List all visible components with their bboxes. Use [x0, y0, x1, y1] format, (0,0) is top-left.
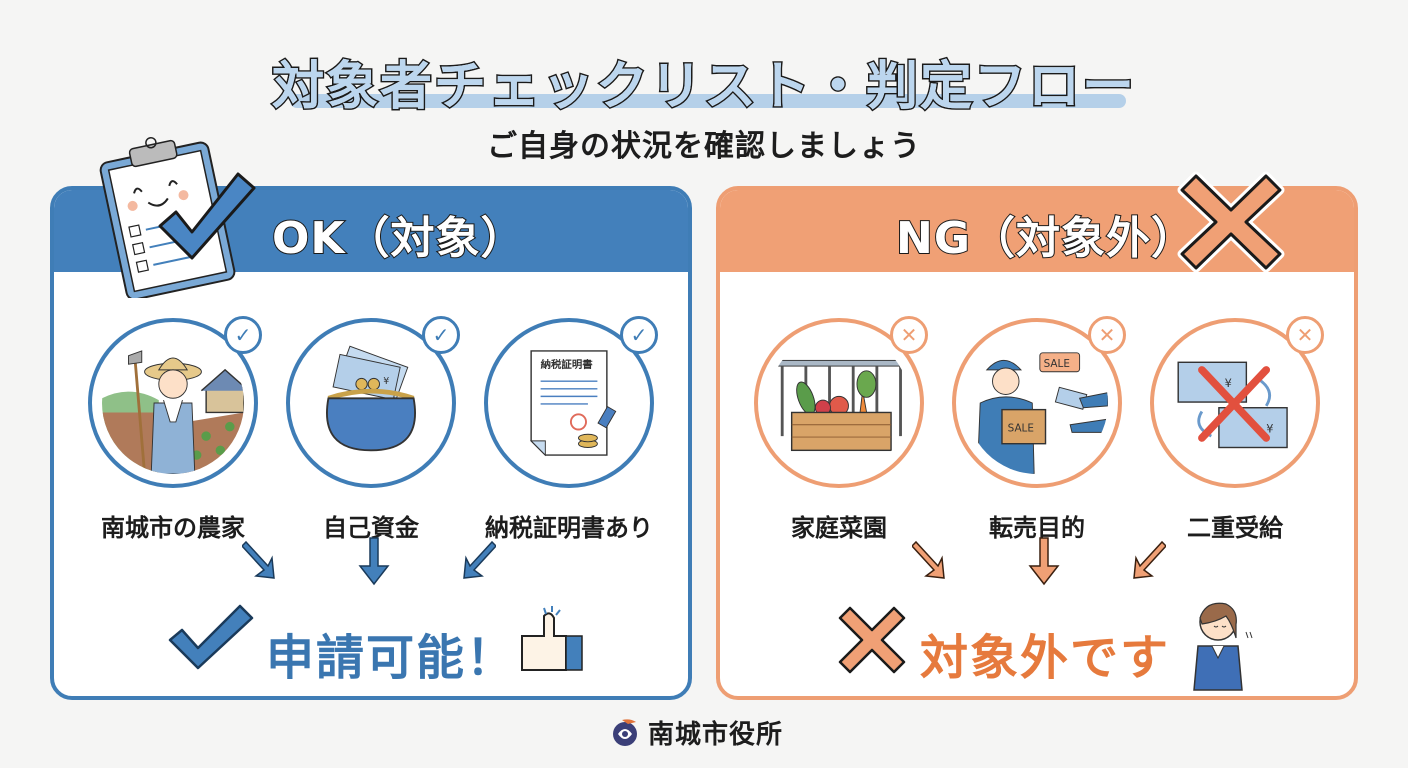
sale-box-tag: SALE	[1008, 422, 1034, 434]
ng-result-text: 対象外です	[920, 630, 1171, 686]
garden-circle: ✕	[754, 316, 928, 488]
arrow-down-left-icon	[1133, 540, 1166, 579]
item-label: 南城市の農家	[101, 514, 245, 542]
ng-panel-title: NG（対象外）	[895, 212, 1196, 265]
ng-item-double-payment: ¥ ¥ ✕ 二重受給	[1145, 316, 1325, 543]
arrow-down-left-icon	[463, 540, 496, 579]
large-x-icon	[1177, 171, 1285, 273]
farmer-circle: ✓	[88, 316, 262, 488]
check-mark-icon	[168, 604, 254, 670]
double-payment-circle: ¥ ¥ ✕	[1150, 316, 1324, 488]
ng-result: 対象外です	[720, 602, 1354, 691]
ng-panel: NG（対象外）	[716, 186, 1358, 700]
home-garden-illustration	[768, 332, 910, 474]
x-mark-icon	[838, 606, 906, 674]
clipboard-check-icon	[99, 136, 256, 298]
ng-item-resale: SALE SALE ✕ 転売目的	[947, 316, 1127, 543]
footer-label: 南城市役所	[648, 720, 784, 750]
x-badge-icon: ✕	[1286, 316, 1324, 354]
double-payment-illustration: ¥ ¥	[1164, 332, 1306, 474]
ok-result: 申請可能！	[54, 602, 688, 686]
x-badge-icon: ✕	[890, 316, 928, 354]
arrow-down-right-icon	[242, 540, 275, 579]
ok-item-tax-cert: 納税証明書 ✓ 納税証明書あり	[479, 316, 659, 543]
ok-panel-title: OK（対象）	[271, 212, 526, 265]
sale-bubble-tag: SALE	[1044, 358, 1070, 370]
x-badge-icon: ✕	[1088, 316, 1126, 354]
check-badge-icon: ✓	[422, 316, 460, 354]
ng-arrows	[720, 537, 1354, 600]
page-subtitle: ご自身の状況を確認しましょう	[487, 129, 921, 164]
item-label: 二重受給	[1187, 514, 1283, 542]
item-label: 転売目的	[989, 514, 1085, 542]
page-title: 対象者チェックリスト・判定フロー	[270, 56, 1136, 119]
ok-item-own-funds: ¥ ✓ 自己資金	[281, 316, 461, 543]
coin-purse-illustration: ¥	[300, 332, 442, 474]
title-underline	[290, 94, 1126, 108]
ng-item-home-garden: ✕ 家庭菜園	[749, 316, 929, 543]
currency-symbol: ¥	[1225, 376, 1232, 390]
footer: 南城市役所	[610, 714, 783, 751]
svg-text:¥: ¥	[383, 376, 389, 387]
farmer-illustration	[102, 332, 244, 474]
ok-result-text: 申請可能！	[266, 630, 517, 686]
ok-arrows	[54, 537, 688, 600]
check-badge-icon: ✓	[224, 316, 262, 354]
resale-circle: SALE SALE ✕	[952, 316, 1126, 488]
resale-illustration: SALE SALE	[966, 332, 1108, 474]
tax-certificate-illustration: 納税証明書	[498, 332, 640, 474]
bowing-person-icon	[1193, 602, 1253, 691]
arrow-down-icon	[358, 537, 390, 586]
thumbs-up-icon	[521, 606, 583, 671]
currency-symbol: ¥	[1266, 421, 1273, 435]
arrow-down-icon	[1028, 537, 1060, 586]
ok-items: ✓ 南城市の農家 ¥ ✓	[54, 316, 688, 543]
check-badge-icon: ✓	[620, 316, 658, 354]
purse-circle: ¥ ✓	[286, 316, 460, 488]
certificate-doc-title: 納税証明書	[541, 358, 594, 371]
certificate-circle: 納税証明書 ✓	[484, 316, 658, 488]
ok-panel: OK（対象）	[50, 186, 692, 700]
ok-item-farmer: ✓ 南城市の農家	[83, 316, 263, 543]
item-label: 納税証明書あり	[485, 514, 653, 542]
ng-items: ✕ 家庭菜園 SALE SALE	[720, 316, 1354, 543]
title-container: 対象者チェックリスト・判定フロー	[0, 44, 1408, 119]
city-logo-icon	[613, 718, 637, 746]
arrow-down-right-icon	[912, 540, 945, 579]
item-label: 家庭菜園	[791, 514, 887, 542]
